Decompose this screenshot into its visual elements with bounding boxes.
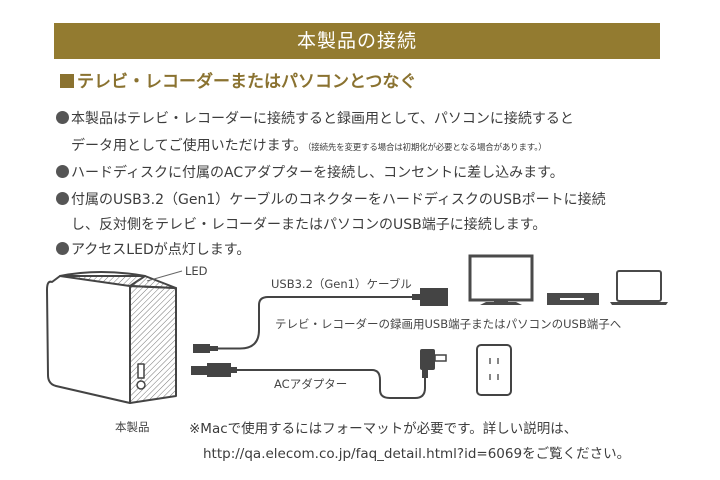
usb-cable-label: USB3.2（Gen1）ケーブル xyxy=(271,277,412,291)
hard-drive-icon xyxy=(46,271,177,404)
instruction-3-line2: し、反対側をテレビ・レコーダーまたはパソコンのUSB端子に接続します。 xyxy=(71,217,547,233)
bullet-icon xyxy=(56,165,69,178)
square-bullet-icon xyxy=(60,74,74,88)
instruction-3-cont: し、反対側をテレビ・レコーダーまたはパソコンのUSB端子に接続します。 xyxy=(71,214,546,234)
bullet-icon xyxy=(56,192,69,205)
section-heading: テレビ・レコーダーまたはパソコンとつなぐ xyxy=(60,67,416,92)
footer-note-line1: ※Macで使用するにはフォーマットが必要です。詳しい説明は、 xyxy=(189,421,578,437)
footer-note-url: http://qa.elecom.co.jp/faq_detail.html?i… xyxy=(203,446,631,462)
bullet-icon xyxy=(56,242,69,255)
led-label: LED xyxy=(185,264,208,278)
instruction-2-line1: ハードディスクに付属のACアダプターを接続し、コンセントに差し込みます。 xyxy=(71,165,564,181)
instruction-4-line1: アクセスLEDが点灯します。 xyxy=(71,242,251,258)
usb-cable-icon xyxy=(193,288,448,353)
instruction-1-note: （接続先を変更する場合は初期化が必要となる場合があります。） xyxy=(307,143,547,153)
instruction-3: 付属のUSB3.2（Gen1）ケーブルのコネクターをハードディスクのUSBポート… xyxy=(56,189,606,209)
ac-adapter-icon xyxy=(191,349,447,399)
tv-icon xyxy=(468,254,534,305)
ac-adapter-label: ACアダプター xyxy=(274,377,348,391)
instruction-2: ハードディスクに付属のACアダプターを接続し、コンセントに差し込みます。 xyxy=(56,162,564,182)
instruction-3-line1: 付属のUSB3.2（Gen1）ケーブルのコネクターをハードディスクのUSBポート… xyxy=(71,192,606,208)
recorder-icon xyxy=(547,293,599,305)
instruction-1: 本製品はテレビ・レコーダーに接続すると録画用として、パソコンに接続すると xyxy=(56,108,574,128)
device-label: 本製品 xyxy=(115,420,150,434)
instruction-1-line1: 本製品はテレビ・レコーダーに接続すると録画用として、パソコンに接続すると xyxy=(71,111,574,127)
instruction-1-line2: データ用としてご使用いただけます。 xyxy=(71,138,308,154)
led-leader-line xyxy=(146,270,183,282)
bullet-icon xyxy=(56,111,69,124)
instruction-4: アクセスLEDが点灯します。 xyxy=(56,239,250,259)
laptop-icon xyxy=(610,270,668,305)
section-heading-text: テレビ・レコーダーまたはパソコンとつなぐ xyxy=(77,72,417,92)
wall-outlet-icon xyxy=(476,344,512,396)
section-banner: 本製品の接続 xyxy=(54,23,660,59)
usb-target-label: テレビ・レコーダーの録画用USB端子またはパソコンのUSB端子へ xyxy=(275,317,622,331)
instruction-1-cont: データ用としてご使用いただけます。（接続先を変更する場合は初期化が必要となる場合… xyxy=(71,135,547,155)
